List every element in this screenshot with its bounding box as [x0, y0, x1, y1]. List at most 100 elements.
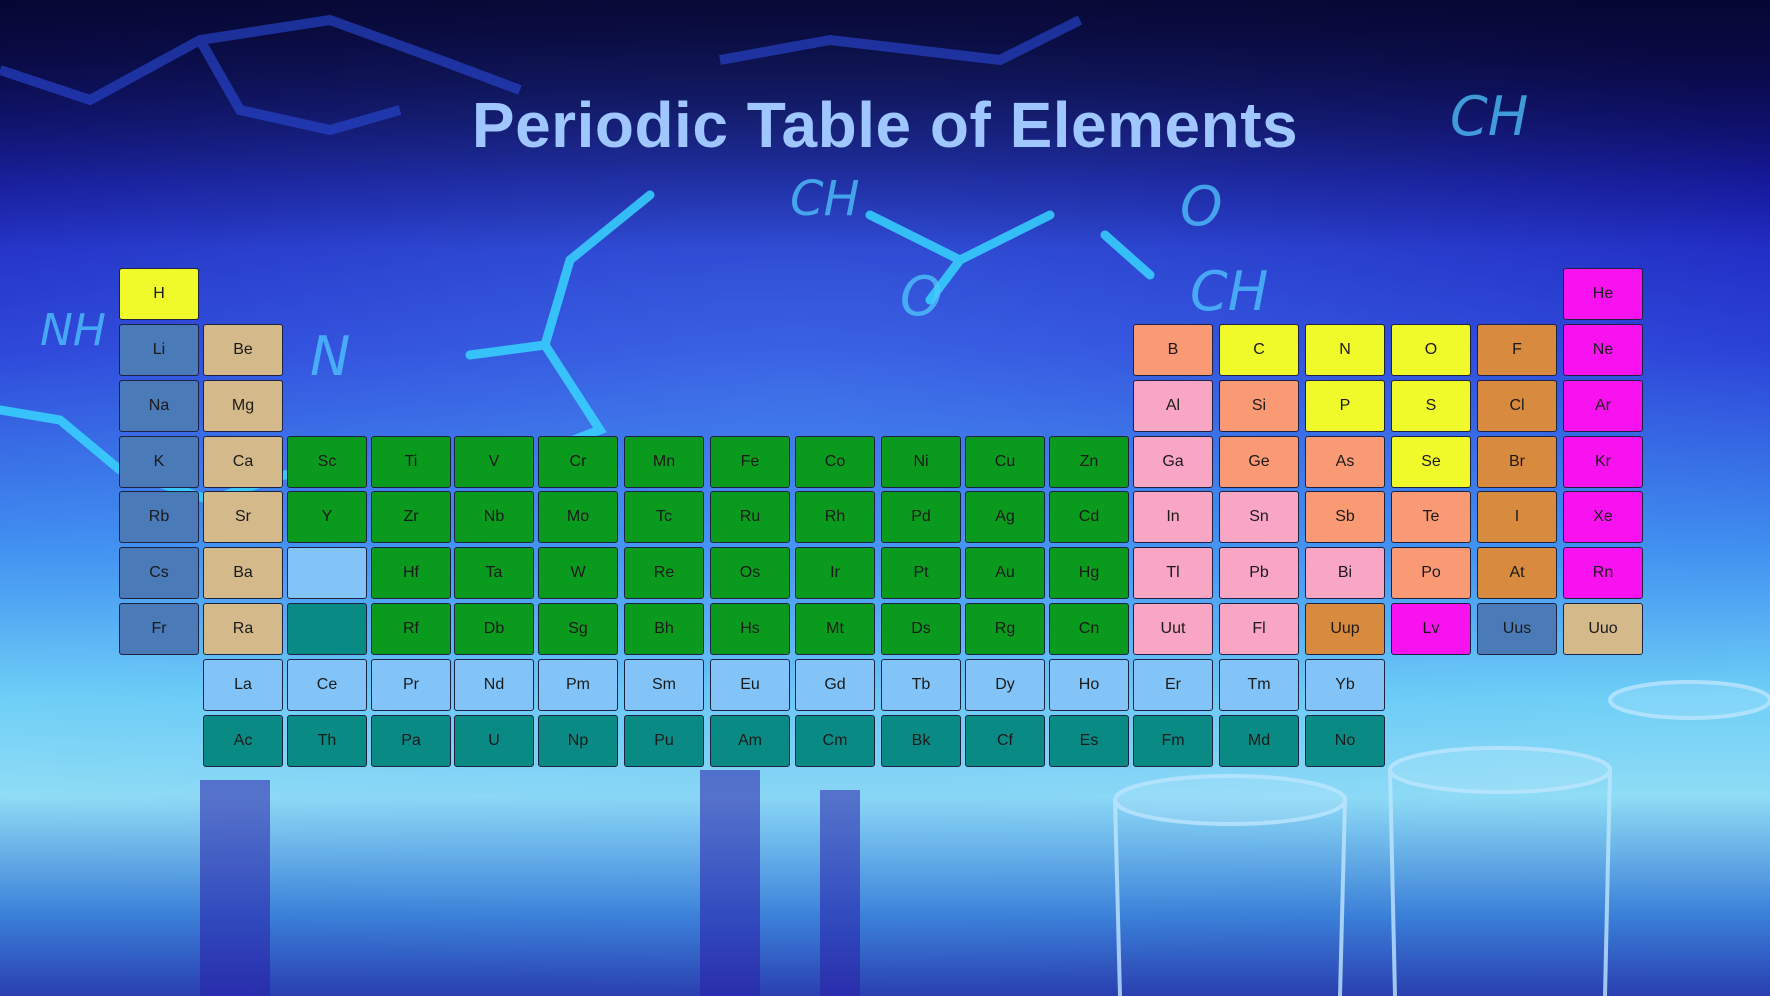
element-cm: Cm	[795, 715, 875, 767]
element-uus: Uus	[1477, 603, 1557, 655]
element-lv: Lv	[1391, 603, 1471, 655]
svg-text:N: N	[310, 325, 350, 388]
element-tc: Tc	[624, 491, 704, 543]
element-mn: Mn	[624, 436, 704, 488]
element-in: In	[1133, 491, 1213, 543]
element-kr: Kr	[1563, 436, 1643, 488]
element-nb: Nb	[454, 491, 534, 543]
element-i: I	[1477, 491, 1557, 543]
element-fl: Fl	[1219, 603, 1299, 655]
element-md: Md	[1219, 715, 1299, 767]
element-re: Re	[624, 547, 704, 599]
element-yb: Yb	[1305, 659, 1385, 711]
element-mg: Mg	[203, 380, 283, 432]
page-title: Periodic Table of Elements	[471, 89, 1299, 161]
element-os: Os	[710, 547, 790, 599]
element-ra: Ra	[203, 603, 283, 655]
element-cn: Cn	[1049, 603, 1129, 655]
element-db: Db	[454, 603, 534, 655]
element-sg: Sg	[538, 603, 618, 655]
element-bh: Bh	[624, 603, 704, 655]
element-ge: Ge	[1219, 436, 1299, 488]
element-ar: Ar	[1563, 380, 1643, 432]
element-y: Y	[287, 491, 367, 543]
element-rn: Rn	[1563, 547, 1643, 599]
element-u: U	[454, 715, 534, 767]
element-hg: Hg	[1049, 547, 1129, 599]
svg-text:CH: CH	[790, 171, 860, 227]
element-ca: Ca	[203, 436, 283, 488]
element-th: Th	[287, 715, 367, 767]
element-pd: Pd	[881, 491, 961, 543]
element-uup: Uup	[1305, 603, 1385, 655]
element-mo: Mo	[538, 491, 618, 543]
element-pb: Pb	[1219, 547, 1299, 599]
element-cl: Cl	[1477, 380, 1557, 432]
element-co: Co	[795, 436, 875, 488]
element-tl: Tl	[1133, 547, 1213, 599]
element-rg: Rg	[965, 603, 1045, 655]
element-hs: Hs	[710, 603, 790, 655]
element-w: W	[538, 547, 618, 599]
element-at: At	[1477, 547, 1557, 599]
element-no: No	[1305, 715, 1385, 767]
element-cs: Cs	[119, 547, 199, 599]
element-sb: Sb	[1305, 491, 1385, 543]
svg-text:CH: CH	[1190, 260, 1268, 323]
element-pm: Pm	[538, 659, 618, 711]
element-pr: Pr	[371, 659, 451, 711]
svg-text:O: O	[900, 265, 943, 328]
element-ag: Ag	[965, 491, 1045, 543]
svg-text:O: O	[1180, 175, 1223, 238]
element-xe: Xe	[1563, 491, 1643, 543]
element-v: V	[454, 436, 534, 488]
element-la: La	[203, 659, 283, 711]
element-h: H	[119, 268, 199, 320]
element-br: Br	[1477, 436, 1557, 488]
element-au: Au	[965, 547, 1045, 599]
element-c: C	[1219, 324, 1299, 376]
element-pt: Pt	[881, 547, 961, 599]
element-nd: Nd	[454, 659, 534, 711]
element-ds: Ds	[881, 603, 961, 655]
element-se: Se	[1391, 436, 1471, 488]
element-tm: Tm	[1219, 659, 1299, 711]
element-cf: Cf	[965, 715, 1045, 767]
element-placeholder	[287, 547, 367, 599]
element-es: Es	[1049, 715, 1129, 767]
element-zr: Zr	[371, 491, 451, 543]
element-bk: Bk	[881, 715, 961, 767]
element-ba: Ba	[203, 547, 283, 599]
element-mt: Mt	[795, 603, 875, 655]
element-sm: Sm	[624, 659, 704, 711]
element-fr: Fr	[119, 603, 199, 655]
element-be: Be	[203, 324, 283, 376]
element-zn: Zn	[1049, 436, 1129, 488]
element-b: B	[1133, 324, 1213, 376]
element-ce: Ce	[287, 659, 367, 711]
element-ac: Ac	[203, 715, 283, 767]
element-f: F	[1477, 324, 1557, 376]
element-sc: Sc	[287, 436, 367, 488]
element-ga: Ga	[1133, 436, 1213, 488]
element-rh: Rh	[795, 491, 875, 543]
element-gd: Gd	[795, 659, 875, 711]
element-rb: Rb	[119, 491, 199, 543]
element-p: P	[1305, 380, 1385, 432]
element-bi: Bi	[1305, 547, 1385, 599]
element-am: Am	[710, 715, 790, 767]
element-k: K	[119, 436, 199, 488]
element-placeholder	[287, 603, 367, 655]
element-ne: Ne	[1563, 324, 1643, 376]
element-he: He	[1563, 268, 1643, 320]
element-cr: Cr	[538, 436, 618, 488]
element-si: Si	[1219, 380, 1299, 432]
element-fm: Fm	[1133, 715, 1213, 767]
element-er: Er	[1133, 659, 1213, 711]
element-n: N	[1305, 324, 1385, 376]
element-cu: Cu	[965, 436, 1045, 488]
element-ta: Ta	[454, 547, 534, 599]
element-cd: Cd	[1049, 491, 1129, 543]
element-al: Al	[1133, 380, 1213, 432]
element-uuo: Uuo	[1563, 603, 1643, 655]
